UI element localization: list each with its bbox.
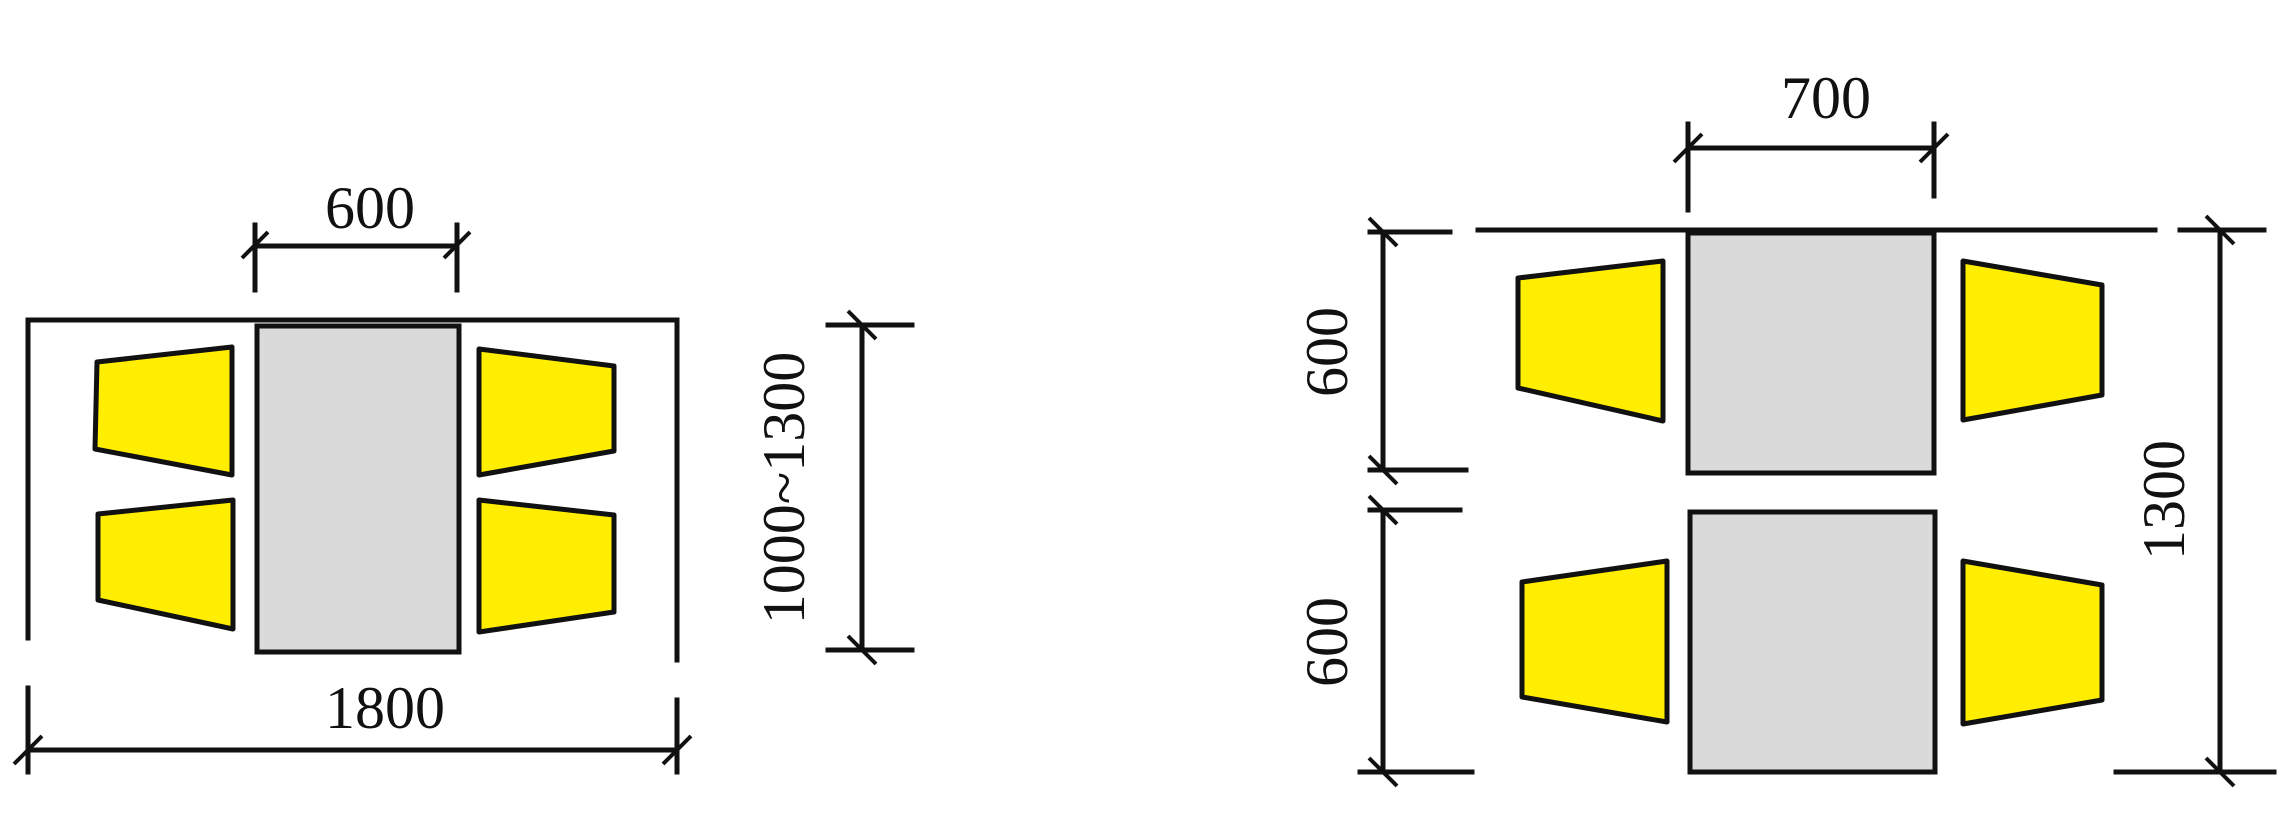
left-seat-top-right: [476, 346, 617, 478]
right-table2-depth-dimension: 600: [1294, 494, 1475, 788]
left-overall-width-label: 1800: [325, 675, 445, 741]
right-total-depth-dimension: 1300: [2113, 214, 2277, 788]
right-layout: 700 600 600 1300: [1294, 65, 2277, 788]
left-overall-width-dimension: 1800: [12, 675, 693, 775]
left-seat-bottom-left: [95, 497, 236, 632]
left-depth-dimension: 1000~1300: [751, 309, 915, 666]
right-table-top: [1685, 230, 1937, 476]
right-table-bottom: [1687, 509, 1938, 775]
right-table-width-label: 700: [1781, 65, 1871, 131]
right-table1-depth-dimension: 600: [1294, 216, 1469, 486]
left-table-width-label: 600: [325, 175, 415, 241]
right-seat-top-right: [1960, 258, 2105, 423]
left-table: [254, 323, 462, 655]
right-table1-depth-label: 600: [1294, 307, 1360, 397]
left-depth-label: 1000~1300: [751, 352, 817, 624]
left-seat-bottom-right: [476, 497, 617, 635]
right-seat-bottom-right: [1960, 558, 2105, 727]
right-seat-top-left: [1515, 258, 1666, 424]
left-seat-top-left: [92, 344, 235, 478]
right-total-depth-label: 1300: [2131, 440, 2197, 560]
left-enclosure-outline: [25, 317, 680, 663]
left-table-width-dimension: 600: [240, 175, 472, 293]
right-table2-depth-label: 600: [1294, 597, 1360, 687]
right-seat-bottom-left: [1519, 558, 1670, 725]
right-table-width-dimension: 700: [1672, 65, 1950, 213]
left-layout: 600 1800 1000~1300: [12, 175, 915, 775]
